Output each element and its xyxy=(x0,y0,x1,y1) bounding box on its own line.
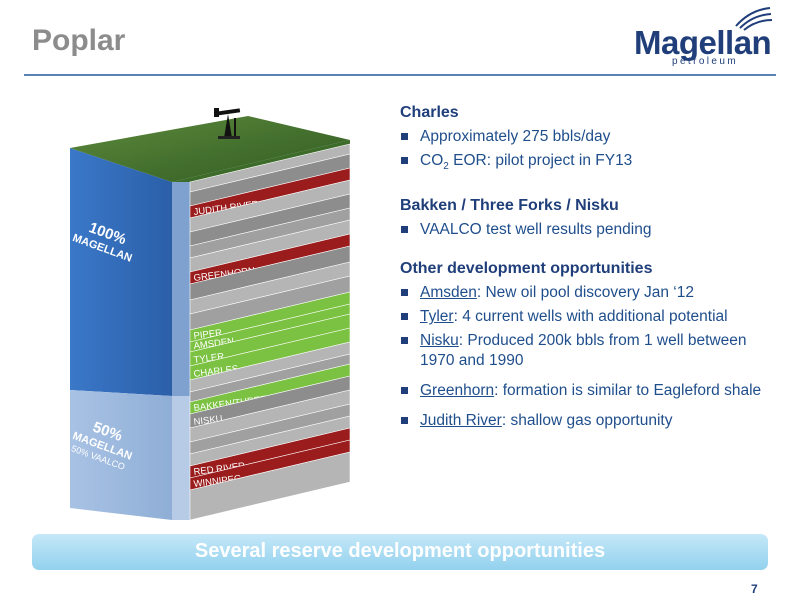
page-number: 7 xyxy=(751,582,758,596)
square-bullet-icon xyxy=(401,387,408,395)
geology-diagram: JUDITH RIVERGREENHORNPIPERAMSDENTYLERCHA… xyxy=(70,108,351,520)
title-rule xyxy=(24,74,776,76)
logo-word: Magellan xyxy=(634,24,772,61)
section-heading: Other development opportunities xyxy=(400,260,653,278)
content-panel: Charles Approximately 275 bbls/day CO2 E… xyxy=(400,103,780,435)
logo-subtitle: petroleum xyxy=(672,56,739,67)
square-bullet-icon xyxy=(401,133,408,140)
bullet-item: Nisku: Produced 200k bbls from 1 well be… xyxy=(400,331,780,371)
greenhorn-link[interactable]: Greenhorn xyxy=(420,382,495,400)
bullet-item: Greenhorn: formation is similar to Eagle… xyxy=(400,381,780,401)
square-bullet-icon xyxy=(401,157,408,164)
summary-banner: Several reserve development opportunitie… xyxy=(32,534,768,570)
nisku-link[interactable]: Nisku xyxy=(420,332,459,350)
bullet-item: VAALCO test well results pending xyxy=(400,220,780,240)
grass-edge xyxy=(172,140,350,182)
grass-surface xyxy=(70,116,350,182)
square-bullet-icon xyxy=(401,289,408,297)
bullet-item: CO2 EOR: pilot project in FY13 xyxy=(400,151,780,177)
magellan-logo: Magellan petroleum xyxy=(632,6,782,68)
square-bullet-icon xyxy=(401,226,408,234)
square-bullet-icon xyxy=(401,337,408,345)
section-other: Other development opportunities Amsden: … xyxy=(400,259,780,431)
pump-jack-icon xyxy=(214,108,241,139)
banner-text: Several reserve development opportunitie… xyxy=(194,540,606,562)
magellan-100-face xyxy=(70,148,172,396)
judith-river-link[interactable]: Judith River xyxy=(420,412,502,430)
bullet-item: Judith River: shallow gas opportunity xyxy=(400,411,780,431)
bullet-item: Tyler: 4 current wells with additional p… xyxy=(400,307,780,327)
slide-title: Poplar xyxy=(32,24,126,57)
section-charles: Charles Approximately 275 bbls/day CO2 E… xyxy=(400,103,780,177)
layer-stack: JUDITH RIVERGREENHORNPIPERAMSDENTYLERCHA… xyxy=(189,143,351,520)
square-bullet-icon xyxy=(401,417,408,425)
bullet-item: Approximately 275 bbls/day xyxy=(400,127,780,147)
tyler-link[interactable]: Tyler xyxy=(420,308,454,326)
logo-arc-icon xyxy=(735,7,773,31)
magellan-50-face xyxy=(70,390,172,520)
bullet-item: Amsden: New oil pool discovery Jan ‘12 xyxy=(400,283,780,303)
section-bakken: Bakken / Three Forks / Nisku VAALCO test… xyxy=(400,196,780,240)
square-bullet-icon xyxy=(401,313,408,321)
face-edge-lower xyxy=(172,396,190,520)
amsden-link[interactable]: Amsden xyxy=(420,284,477,302)
section-heading: Charles xyxy=(400,104,459,121)
section-heading: Bakken / Three Forks / Nisku xyxy=(400,197,619,215)
rock-layer xyxy=(189,451,351,520)
